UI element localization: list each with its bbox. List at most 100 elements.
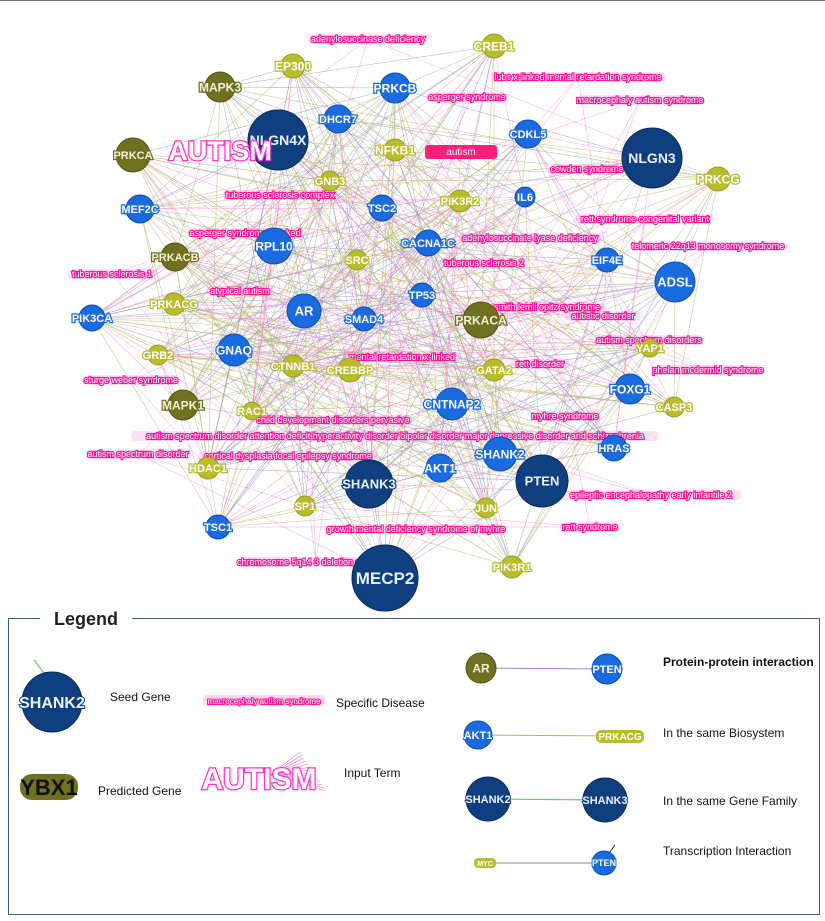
gene-node-label: PIK3R2	[441, 196, 480, 208]
gene-node-src[interactable]: SRC	[344, 249, 370, 271]
gene-node-ar[interactable]: AR	[286, 293, 322, 329]
gene-node-prkca[interactable]: PRKCA	[112, 137, 154, 173]
gene-node-label: JUN	[475, 503, 497, 515]
disease-text: rett syndrome congenital variant	[581, 214, 710, 224]
gene-node-prkcb[interactable]: PRKCB	[372, 72, 418, 104]
gene-node-nfkb1[interactable]: NFKB1	[374, 138, 417, 162]
gene-node-tp53[interactable]: TP53	[408, 282, 436, 308]
gene-node-prkaca[interactable]: PRKACA	[454, 301, 508, 339]
gene-node-ctnnb1[interactable]: CTNNB1	[269, 354, 317, 378]
gene-node-mapk3[interactable]: MAPK3	[198, 71, 243, 103]
gene-node-pik3r2[interactable]: PIK3R2	[439, 189, 481, 213]
gene-node-label: NLGN3	[628, 150, 676, 166]
gene-node-cacna1c[interactable]: CACNA1C	[400, 229, 456, 257]
gene-node-ep300[interactable]: EP300	[274, 53, 313, 79]
edge-line	[394, 87, 631, 390]
gene-node-gnaq[interactable]: GNAQ	[215, 333, 253, 367]
gene-node-circle	[351, 306, 377, 332]
gene-node-rpl10[interactable]: RPL10	[254, 227, 294, 265]
disease-label-adenylosuccinate-lyase-deficiency[interactable]: adenylosuccinate lyase deficiency	[458, 232, 602, 244]
edge-line	[381, 207, 482, 321]
gene-node-casp3[interactable]: CASP3	[654, 396, 694, 418]
gene-node-gata2[interactable]: GATA2	[475, 358, 513, 382]
disease-edge	[91, 232, 246, 319]
legend-predicted-label: Predicted Gene	[98, 784, 182, 798]
gene-node-cdkl5[interactable]: CDKL5	[508, 119, 548, 149]
edge-line	[480, 319, 543, 482]
gene-node-mecp2[interactable]: MECP2	[351, 544, 419, 612]
disease-label-lubs-x-linked-mental-retardation-syndrom[interactable]: lubs x-linked mental retardation syndrom…	[490, 71, 666, 83]
disease-label-rett-syndrome[interactable]: rett syndrome	[560, 521, 620, 533]
gene-node-pik3ca[interactable]: PIK3CA	[71, 304, 113, 332]
gene-node-creb1[interactable]: CREB1	[472, 33, 516, 59]
gene-node-mef2c[interactable]: MEF2C	[120, 194, 160, 224]
gene-node-nlgn3[interactable]: NLGN3	[621, 127, 683, 189]
gene-node-crebbp[interactable]: CREBBP	[326, 357, 374, 383]
disease-label-rett-syndrome-congenital-variant[interactable]: rett syndrome congenital variant	[575, 213, 715, 225]
disease-label-growth-mental-deficiency-syndrome-of-myh[interactable]: growth mental deficiency syndrome of myh…	[326, 523, 507, 535]
gene-node-prkacb[interactable]: PRKACB	[150, 242, 200, 272]
disease-edge	[139, 151, 462, 210]
disease-label-phelan-mcdermid-syndrome[interactable]: phelan mcdermid syndrome	[651, 364, 764, 376]
gene-node-hdac1[interactable]: HDAC1	[188, 456, 228, 480]
gene-node-shank3[interactable]: SHANK3	[341, 459, 397, 509]
gene-node-prkcg[interactable]: PRKCG	[695, 166, 741, 192]
gene-node-gnb3[interactable]: GNB3	[313, 170, 347, 192]
gene-node-circle	[514, 186, 536, 208]
disease-label-cortical-dysplasia-focal-epilepsy-syndro[interactable]: cortical dysplasia focal epilepsy syndro…	[198, 450, 378, 462]
disease-label-asperger-syndrome[interactable]: asperger syndrome	[427, 91, 507, 103]
disease-label-myhre-syndrome[interactable]: myhre syndrome	[530, 410, 599, 422]
disease-label-smith-lemli-opitz-syndrome[interactable]: smith lemli opitz syndrome	[490, 301, 604, 313]
disease-label-child-development-disorders-pervasive[interactable]: child development disorders pervasive	[253, 414, 413, 426]
gene-node-sp1[interactable]: SP1	[293, 495, 317, 517]
gene-node-hras[interactable]: HRAS	[597, 434, 631, 462]
disease-edge	[415, 157, 653, 530]
gene-node-tsc1[interactable]: TSC1	[203, 514, 233, 540]
disease-label-rett-disorder[interactable]: rett disorder	[510, 358, 570, 370]
edge-line	[233, 349, 306, 507]
disease-label-sturge-weber-syndrome[interactable]: sturge weber syndrome	[83, 374, 179, 386]
gene-node-smad4[interactable]: SMAD4	[343, 306, 385, 332]
gene-node-label: PTEN	[525, 474, 560, 489]
disease-label-cowden-syndrome[interactable]: cowden syndrome	[549, 163, 624, 175]
edge-line	[356, 259, 487, 509]
disease-label-autistic-disorder[interactable]: autistic disorder	[564, 310, 642, 322]
disease-label-autism-spectrum-disorder[interactable]: autism spectrum disorder	[85, 448, 191, 460]
gene-node-prkacg[interactable]: PRKACG	[149, 292, 199, 316]
disease-label-tuberous-sclerosis-complex[interactable]: tuberous sclerosis complex	[223, 189, 337, 201]
gene-node-shank2[interactable]: SHANK2	[474, 436, 526, 472]
gene-node-jun[interactable]: JUN	[474, 497, 498, 519]
disease-label-tuberous-sclerosis-2[interactable]: tuberous sclerosis 2	[439, 257, 529, 269]
gene-node-rac1[interactable]: RAC1	[236, 401, 268, 421]
disease-edge	[384, 415, 566, 579]
disease-label-epileptic-encephalopathy-early-infantile[interactable]: epileptic encephalopathy early infantile…	[561, 489, 741, 501]
disease-label-telomeric-22q13-monosomy-syndrome[interactable]: telomeric 22q13 monosomy syndrome	[631, 240, 786, 252]
gene-node-circle	[482, 436, 518, 472]
gene-node-circle	[344, 459, 394, 509]
disease-label-tuberous-sclerosis-1[interactable]: tuberous sclerosis 1	[67, 268, 157, 280]
input-term-autism[interactable]: AUTISM	[167, 135, 273, 168]
gene-node-pten[interactable]: PTEN	[515, 454, 569, 508]
gene-node-akt1[interactable]: AKT1	[423, 453, 457, 483]
gene-node-nlgn4x[interactable]: NLGN4X	[247, 109, 309, 171]
gene-node-mapk1[interactable]: MAPK1	[161, 389, 206, 421]
gene-node-pik3r1[interactable]: PIK3R1	[491, 555, 533, 579]
gene-node-grb2[interactable]: GRB2	[141, 344, 175, 366]
gene-node-eif4e[interactable]: EIF4E	[590, 247, 624, 273]
edge-line	[173, 139, 279, 305]
gene-node-tsc2[interactable]: TSC2	[367, 194, 397, 222]
gene-node-dhcr7[interactable]: DHCR7	[318, 104, 358, 134]
gene-node-yap1[interactable]: YAP1	[635, 338, 665, 358]
gene-node-label: YAP1	[636, 343, 664, 355]
disease-label-macrocephaly-autism-syndrome[interactable]: macrocephaly autism syndrome	[575, 94, 704, 106]
disease-label-adenylosuccinase-deficiency[interactable]: adenylosuccinase deficiency	[309, 33, 427, 45]
gene-node-cntnap2[interactable]: CNTNAP2	[422, 387, 482, 421]
disease-label-autism[interactable]: autism	[425, 145, 497, 159]
gene-node-il6[interactable]: IL6	[514, 186, 536, 208]
gene-node-adsl[interactable]: ADSL	[654, 261, 696, 303]
disease-label-autism-spectrum-disorder-attention-defic[interactable]: autism spectrum disorder attention defic…	[131, 430, 659, 442]
disease-label-atypical-autism[interactable]: atypical autism	[205, 285, 275, 297]
disease-label-mental-retardation-x-linked[interactable]: mental retardation x-linked	[343, 351, 461, 363]
gene-node-foxg1[interactable]: FOXG1	[608, 373, 652, 405]
edge-line	[139, 207, 383, 210]
